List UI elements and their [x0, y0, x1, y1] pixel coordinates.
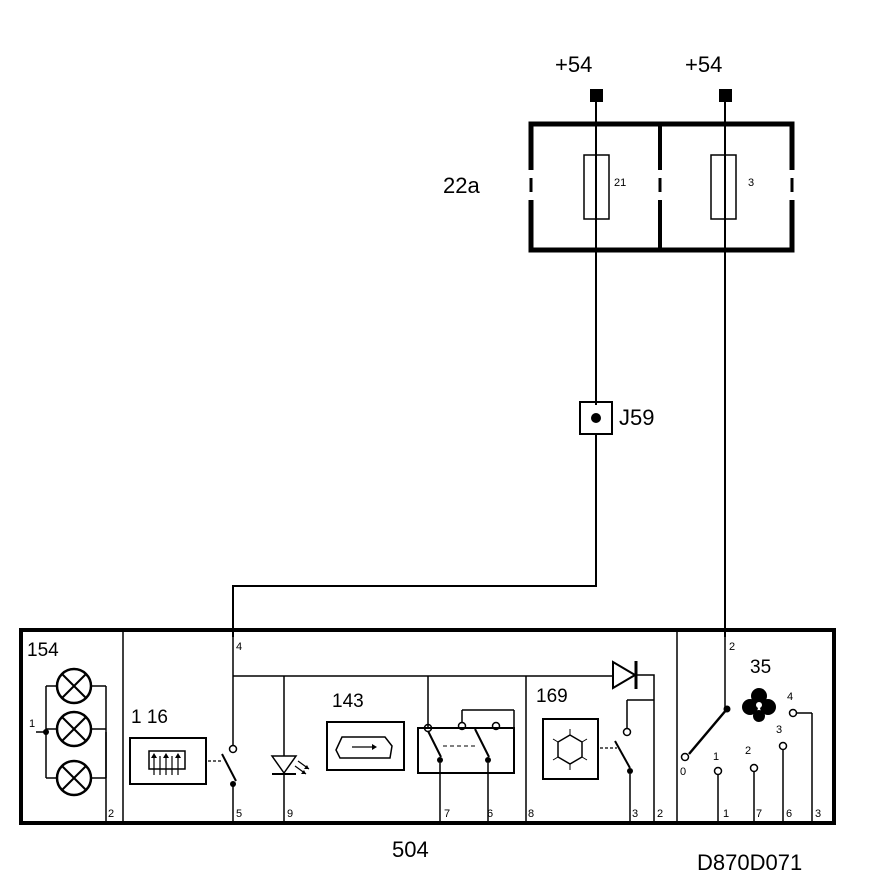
fan-pin-6: 6 [786, 808, 792, 820]
drawing-id: D870D071 [697, 850, 802, 875]
supply-terminal-right [719, 89, 732, 102]
supply-left-label: +54 [555, 52, 592, 77]
blower-label: 35 [750, 657, 771, 678]
supply-terminal-left [590, 89, 603, 102]
junction-label: J59 [619, 405, 654, 430]
lamp-icon [46, 667, 106, 705]
lamp-icon [46, 710, 106, 748]
fan-icon [742, 688, 776, 722]
snowflake-icon [552, 729, 588, 770]
recirculation-control [542, 699, 654, 823]
diode [612, 660, 655, 823]
pin-7: 7 [444, 808, 450, 820]
mirror-heater [326, 721, 405, 771]
heated-mirror-icon [335, 736, 393, 759]
blower-pos-1: 1 [713, 751, 719, 763]
blower-pos-0: 0 [680, 766, 686, 778]
rear-window-label: 1 16 [131, 707, 168, 728]
fan-pin-2: 2 [729, 641, 735, 653]
lamp-pin-2: 2 [108, 808, 114, 820]
pin-3: 3 [632, 808, 638, 820]
led-indicator [270, 676, 310, 823]
mirror-switch-block [417, 676, 527, 823]
pin-2: 2 [657, 808, 663, 820]
rear-window-heater [129, 737, 222, 785]
fuse-3-number: 3 [748, 177, 754, 189]
switch-panel-504 [19, 628, 836, 825]
fuse-box-label: 22a [443, 173, 480, 198]
pin-5: 5 [236, 808, 242, 820]
fuse-box-22a [528, 121, 795, 253]
lamp-icon [46, 759, 106, 797]
blower-pos-4: 4 [787, 691, 793, 703]
mirror-heat-label: 143 [332, 691, 364, 712]
fuse-21-number: 21 [614, 177, 626, 189]
fuse-3 [710, 154, 737, 220]
lamp-block-154 [36, 667, 107, 823]
supply-right-label: +54 [685, 52, 722, 77]
fan-pin-7: 7 [756, 808, 762, 820]
blower-pos-3: 3 [776, 724, 782, 736]
wire-j59-to-panel [232, 434, 597, 637]
switch-panel-label: 504 [392, 837, 429, 862]
blower-pos-2: 2 [745, 745, 751, 757]
recirc-label: 169 [536, 686, 568, 707]
pin-6: 6 [487, 808, 493, 820]
heated-window-icon [148, 750, 186, 775]
lamp-block-label: 154 [27, 640, 59, 661]
fan-pin-1: 1 [723, 808, 729, 820]
pin-8: 8 [528, 808, 534, 820]
pin-4: 4 [236, 641, 242, 653]
fan-pin-3: 3 [815, 808, 821, 820]
light-emission-icon [294, 760, 310, 775]
switch-rear-window [221, 744, 238, 823]
junction-dot [591, 413, 601, 423]
pin-9: 9 [287, 808, 293, 820]
blower-switch [680, 637, 813, 823]
lamp-pin-1: 1 [29, 718, 35, 730]
